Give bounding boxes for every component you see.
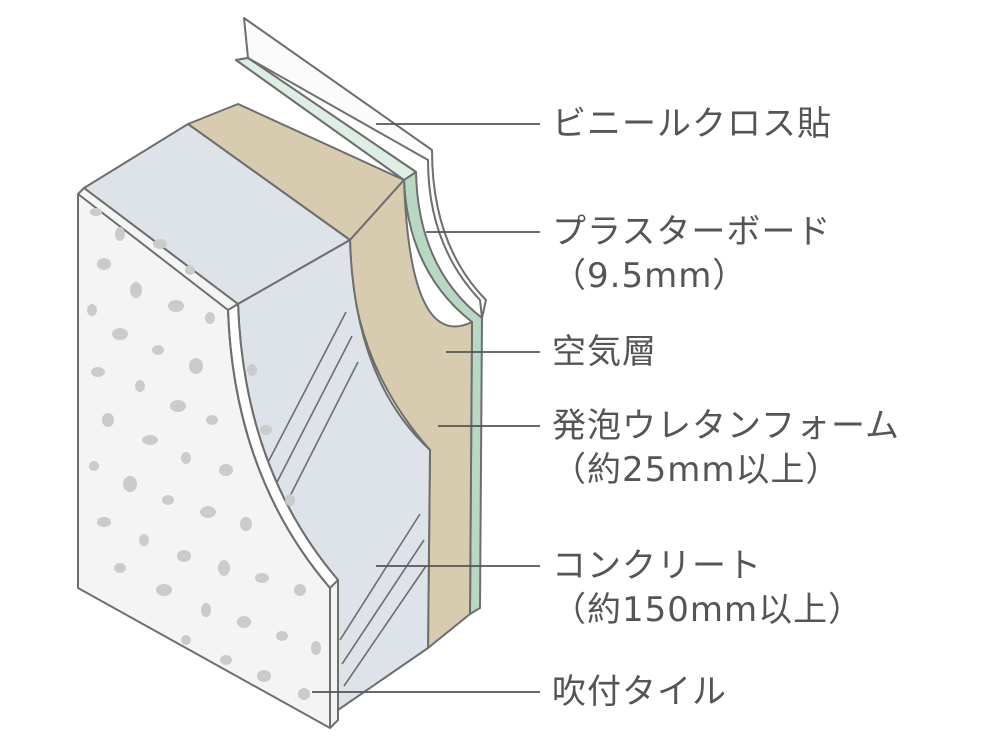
label-urethane-foam-text: 発泡ウレタンフォーム (552, 406, 900, 446)
concrete-hatching (263, 311, 427, 687)
label-plaster-board-text: プラスターボード (552, 212, 832, 252)
label-concrete: コンクリート （約150mm以上） (552, 544, 863, 632)
vinyl-cloth-layer (243, 17, 487, 319)
label-plaster-board-sub: （9.5mm） (552, 256, 748, 296)
label-urethane-foam-sub: （約25mm以上） (552, 450, 841, 490)
label-concrete-text: コンクリート (552, 546, 762, 586)
plaster-board-layer (235, 57, 483, 615)
label-sprayed-tile: 吹付タイル (552, 670, 727, 714)
label-concrete-sub: （約150mm以上） (552, 590, 864, 630)
tile-speckles (87, 208, 321, 700)
label-vinyl-cloth: ビニールクロス貼 (552, 102, 832, 146)
label-urethane-foam: 発泡ウレタンフォーム （約25mm以上） (552, 404, 900, 492)
label-vinyl-cloth-text: ビニールクロス貼 (552, 104, 832, 144)
label-air-layer-text: 空気層 (552, 332, 657, 372)
label-plaster-board: プラスターボード （9.5mm） (552, 210, 831, 298)
label-sprayed-tile-text: 吹付タイル (552, 672, 727, 712)
plaster-board-top (235, 57, 417, 181)
label-air-layer: 空気層 (552, 330, 657, 374)
sprayed-tile-front (77, 193, 331, 728)
